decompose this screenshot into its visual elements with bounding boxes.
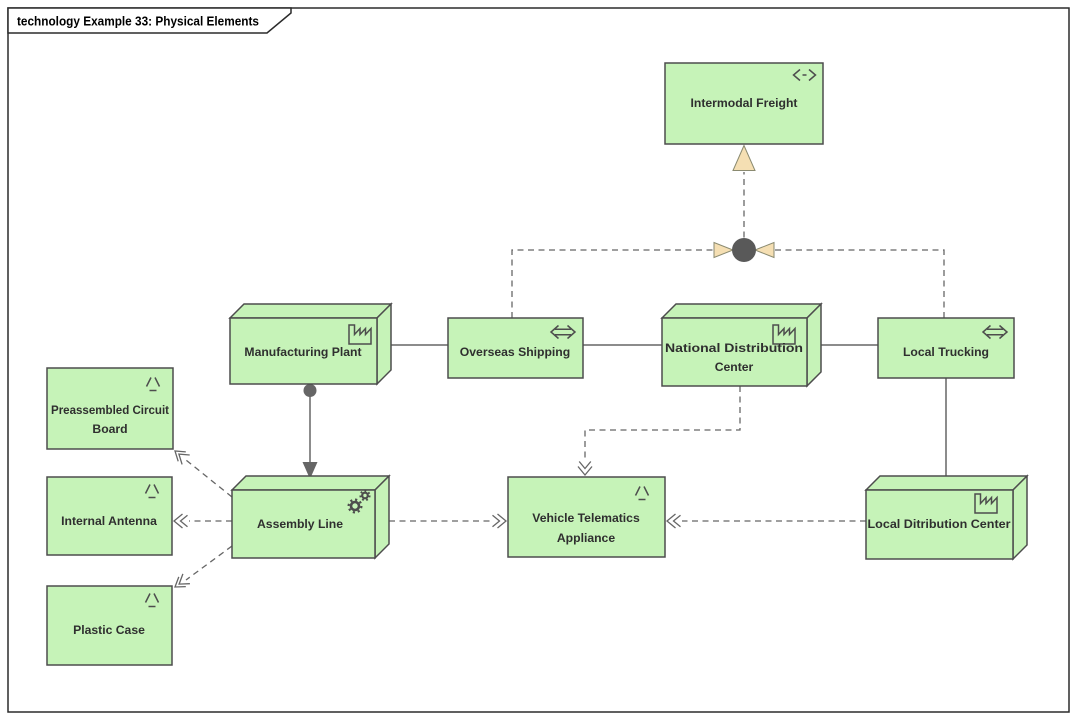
- preassembled-circuit-board-shape[interactable]: [46, 367, 174, 450]
- connector-flow-assembly-line-internal-antenna[interactable]: [172, 513, 232, 529]
- preassembled-circuit-board-label-line2: Board: [92, 422, 127, 436]
- local-trucking-label: Local Trucking: [903, 345, 989, 359]
- flow-arrowhead: [174, 450, 190, 465]
- node-preassembled-circuit-board[interactable]: Preassembled Circuit Board: [46, 367, 174, 450]
- overseas-shipping-shape[interactable]: [447, 317, 584, 379]
- frame-title-tab: [7, 7, 292, 34]
- flow-arrowhead: [172, 513, 188, 529]
- flow-arrowhead: [174, 573, 190, 588]
- preassembled-circuit-board-label-line1: Preassembled Circuit: [51, 403, 169, 417]
- assignment-arrowhead: [302, 462, 318, 479]
- manufacturing-plant-top-face[interactable]: [228, 303, 393, 319]
- junction[interactable]: [713, 238, 775, 262]
- connector-overseas-shipping-junction[interactable]: [511, 249, 713, 318]
- flow-arrowhead: [577, 461, 593, 477]
- local-ditribution-center-top-face[interactable]: [864, 475, 1029, 491]
- connector-local-trucking-junction[interactable]: [775, 249, 945, 318]
- manufacturing-plant-side-face[interactable]: [376, 302, 392, 386]
- assignment-ball: [303, 384, 317, 397]
- node-plastic-case[interactable]: Plastic Case: [46, 585, 173, 666]
- internal-antenna-label: Internal Antenna: [61, 514, 157, 528]
- intermodal-freight-shape[interactable]: [664, 62, 824, 145]
- connector-flow-local-ditribution-center-vehicle-telematics-appliance[interactable]: [665, 513, 866, 529]
- local-ditribution-center-side-face[interactable]: [1012, 474, 1028, 561]
- national-distribution-center-label-line1: National Distribution: [665, 341, 803, 355]
- node-internal-antenna[interactable]: Internal Antenna: [46, 476, 173, 556]
- connector-assignment-manufacturing-plant-assembly-line[interactable]: [302, 384, 318, 479]
- assembly-line-label: Assembly Line: [257, 517, 343, 531]
- node-intermodal-freight[interactable]: Intermodal Freight: [664, 62, 824, 145]
- realization-arrowhead-up: [732, 144, 756, 171]
- national-distribution-center-label-line2: Center: [715, 360, 754, 374]
- flow-arrowhead: [665, 513, 681, 529]
- manufacturing-plant-shape[interactable]: [229, 317, 378, 385]
- node-local-ditribution-center[interactable]: Local Ditribution Center: [864, 474, 1029, 561]
- assembly-line-side-face[interactable]: [374, 474, 390, 560]
- realization-arrowhead-right: [753, 241, 775, 259]
- vehicle-telematics-appliance-label-line2: Appliance: [557, 531, 615, 545]
- connector-flow-assembly-line-vehicle-telematics-appliance[interactable]: [389, 513, 508, 529]
- internal-antenna-shape[interactable]: [46, 476, 173, 556]
- local-trucking-shape[interactable]: [877, 317, 1015, 379]
- junction-dot: [732, 238, 756, 262]
- vehicle-telematics-appliance-label-line1: Vehicle Telematics: [532, 511, 640, 525]
- node-overseas-shipping[interactable]: Overseas Shipping: [447, 317, 584, 379]
- connector-flow-assembly-line-preassembled-circuit-board[interactable]: [174, 450, 233, 498]
- node-manufacturing-plant[interactable]: Manufacturing Plant: [228, 302, 393, 386]
- overseas-shipping-label: Overseas Shipping: [460, 345, 570, 359]
- national-distribution-center-top-face[interactable]: [660, 303, 823, 319]
- plastic-case-shape[interactable]: [46, 585, 173, 666]
- assembly-line-top-face[interactable]: [230, 475, 391, 491]
- node-vehicle-telematics-appliance[interactable]: Vehicle Telematics Appliance: [507, 476, 666, 558]
- manufacturing-plant-label: Manufacturing Plant: [244, 345, 361, 359]
- connector-flow-assembly-line-plastic-case[interactable]: [174, 545, 233, 588]
- connector-flow-national-distribution-center-vehicle-telematics-appliance[interactable]: [577, 386, 741, 477]
- realization-arrowhead-left: [713, 241, 735, 259]
- connectors: [172, 144, 947, 588]
- local-ditribution-center-label: Local Ditribution Center: [868, 517, 1011, 531]
- flow-arrowhead: [492, 513, 508, 529]
- node-assembly-line[interactable]: Assembly Line: [230, 474, 391, 560]
- plastic-case-label: Plastic Case: [73, 623, 145, 637]
- diagram-title: technology Example 33: Physical Elements: [17, 15, 259, 29]
- national-distribution-center-side-face[interactable]: [806, 302, 822, 388]
- node-local-trucking[interactable]: Local Trucking: [877, 317, 1015, 379]
- intermodal-freight-label: Intermodal Freight: [691, 96, 798, 110]
- node-national-distribution-center[interactable]: National Distribution Center: [660, 302, 823, 388]
